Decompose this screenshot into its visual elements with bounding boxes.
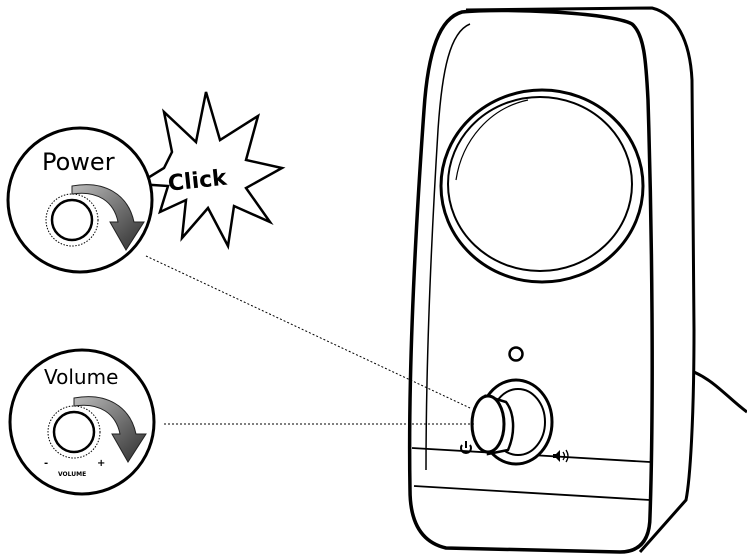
click-burst-shape [134, 91, 286, 250]
curved-arrow-icon [71, 184, 145, 251]
volume-label: Volume [44, 365, 118, 389]
power-dial [45, 193, 99, 247]
speaker-driver-inner [447, 96, 633, 272]
power-callout-circle [6, 126, 154, 274]
volume-callout: Volume - + VOLUME [8, 348, 156, 496]
speaker [407, 6, 747, 554]
speaker-band-lower [413, 485, 651, 501]
headphone-jack [508, 346, 524, 362]
speaker-side-panel [465, 6, 696, 553]
curved-arrow-icon [73, 396, 147, 463]
volume-dial [47, 405, 101, 459]
speaker-volume-icon [553, 449, 569, 463]
speaker-cable [693, 370, 747, 414]
knob-face [470, 394, 506, 454]
speaker-driver-outer [439, 88, 645, 284]
power-label: Power [42, 148, 115, 176]
click-burst: Click [134, 91, 286, 250]
power-callout: Power [6, 126, 154, 274]
power-icon [460, 441, 472, 454]
volume-dial-caption: VOLUME [58, 471, 86, 478]
volume-minus-label: - [44, 458, 48, 469]
volume-plus-label: + [97, 458, 105, 469]
